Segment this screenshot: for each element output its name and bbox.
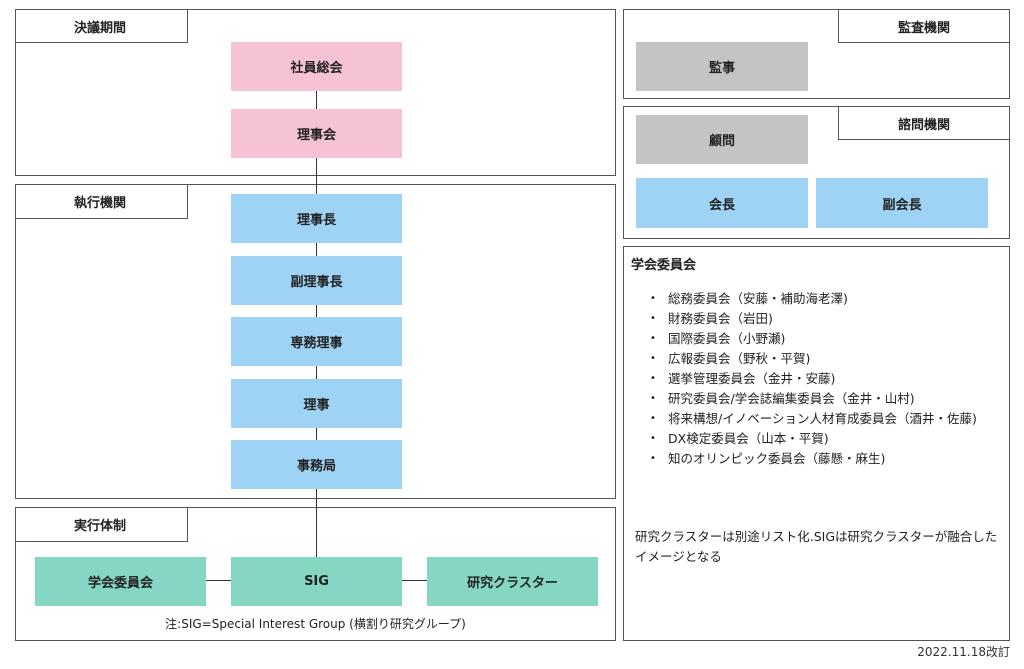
vice-president-box: 副会長 bbox=[816, 178, 988, 228]
committee-item: 選挙管理委員会（金井・安藤) bbox=[632, 369, 1002, 389]
committee-item: 将来構想/イノベーション人材育成委員会（酒井・佐藤) bbox=[632, 409, 1002, 429]
committees-list: 総務委員会（安藤・補助海老澤) 財務委員会（岩田) 国際委員会（小野瀬) 広報委… bbox=[632, 289, 1002, 469]
committee-item: DX検定委員会（山本・平賀) bbox=[632, 429, 1002, 449]
auditor-box: 監事 bbox=[636, 42, 808, 91]
committee-box: 学会委員会 bbox=[35, 557, 206, 606]
managing-director-box: 専務理事 bbox=[231, 317, 402, 366]
committee-item: 国際委員会（小野瀬) bbox=[632, 329, 1002, 349]
chairman-box: 理事長 bbox=[231, 194, 402, 243]
general-assembly-box: 社員総会 bbox=[231, 42, 402, 91]
audit-section-label: 監査機関 bbox=[838, 9, 1010, 43]
sig-box: SIG bbox=[231, 557, 402, 606]
decision-section-label: 決議期間 bbox=[15, 9, 188, 43]
committee-item: 総務委員会（安藤・補助海老澤) bbox=[632, 289, 1002, 309]
committees-description: 研究クラスターは別途リスト化.SIGは研究クラスターが融合したイメージとなる bbox=[635, 529, 998, 564]
committee-item: 広報委員会（野秋・平賀) bbox=[632, 349, 1002, 369]
sig-note: 注:SIG=Special Interest Group (横割り研究グループ) bbox=[165, 617, 466, 631]
executive-section-label: 執行機関 bbox=[15, 184, 188, 219]
committee-item: 研究委員会/学会誌編集委員会（金井・山村) bbox=[632, 389, 1002, 409]
revision-date: 2022.11.18改訂 bbox=[917, 645, 1010, 659]
secretariat-box: 事務局 bbox=[231, 440, 402, 489]
research-cluster-box: 研究クラスター bbox=[427, 557, 598, 606]
committee-sig-connector bbox=[206, 580, 231, 581]
committee-item: 財務委員会（岩田) bbox=[632, 309, 1002, 329]
president-box: 会長 bbox=[636, 178, 808, 228]
sig-cluster-connector bbox=[402, 580, 427, 581]
implementation-section-label: 実行体制 bbox=[15, 507, 188, 542]
vice-chairman-box: 副理事長 bbox=[231, 256, 402, 305]
advisory-section-label: 諮問機関 bbox=[838, 106, 1010, 140]
committee-item: 知のオリンピック委員会（藤懸・麻生) bbox=[632, 449, 1002, 469]
advisor-box: 顧問 bbox=[636, 115, 808, 164]
committees-title: 学会委員会 bbox=[631, 258, 697, 273]
director-box: 理事 bbox=[231, 379, 402, 428]
board-box: 理事会 bbox=[231, 109, 402, 158]
